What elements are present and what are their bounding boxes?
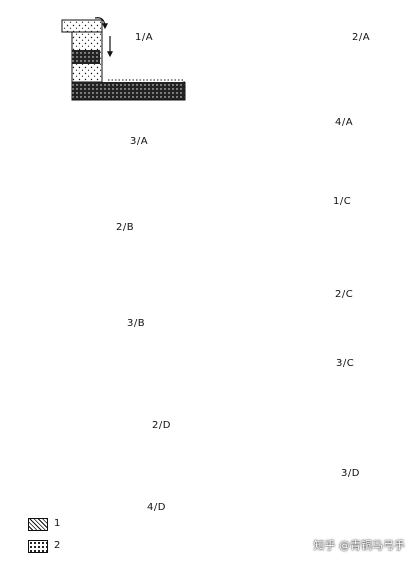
- panel-label-3a: 3/A: [130, 136, 148, 147]
- legend-label-2: 2: [54, 540, 60, 551]
- panel-label-2b: 2/B: [116, 222, 134, 233]
- panel-label-2c: 2/C: [335, 289, 353, 300]
- legend-label-1: 1: [54, 518, 60, 529]
- panel-label-1c: 1/C: [333, 196, 351, 207]
- panel-label-1a: 1/A: [135, 32, 153, 43]
- legend-swatch-2: [28, 540, 48, 553]
- panel-1a-drawing: [62, 18, 185, 100]
- watermark-text: 知乎 @青铜马弓手: [314, 537, 406, 553]
- panel-label-2a: 2/A: [352, 32, 370, 43]
- panel-label-3b: 3/B: [127, 318, 145, 329]
- panel-label-3d: 3/D: [341, 468, 360, 479]
- panel-label-2d: 2/D: [152, 420, 171, 431]
- panel-label-3c: 3/C: [336, 358, 354, 369]
- legend-swatch-1: [28, 518, 48, 531]
- panel-label-4d: 4/D: [147, 502, 166, 513]
- panel-label-4a: 4/A: [335, 117, 353, 128]
